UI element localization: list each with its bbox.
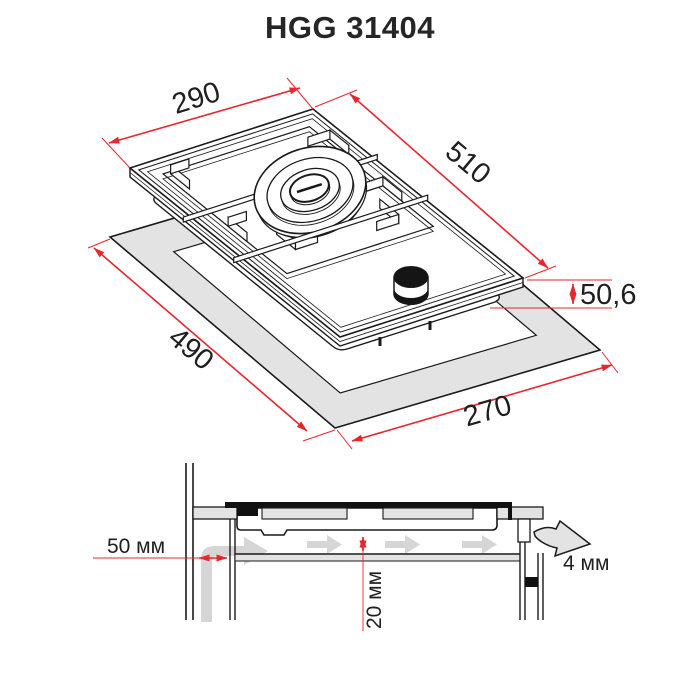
control-knob — [393, 266, 429, 305]
clearance-rear-gap-label: 4 мм — [563, 552, 609, 575]
dim-hob-height-label: 50,6 — [580, 279, 636, 311]
clearance-below: 20 мм — [359, 536, 386, 631]
airflow-arrow — [462, 535, 497, 554]
airflow-arrow — [307, 535, 342, 554]
dim-cutout-length-label: 490 — [162, 321, 220, 377]
airflow-arrow — [385, 535, 420, 554]
page-title: HGG 31404 — [265, 10, 435, 45]
airflow-arrows — [201, 535, 497, 622]
wall — [185, 463, 194, 620]
isometric-view: 290 510 490 270 — [87, 76, 636, 450]
clearance-wall-side: 50 мм — [93, 535, 228, 562]
dim-hob-length-label: 510 — [439, 135, 497, 191]
vent-exit-arrow — [533, 519, 592, 558]
installation-cross-section: 50 мм 20 мм 4 мм — [93, 463, 609, 631]
dim-cutout-width-label: 270 — [460, 389, 515, 433]
dim-hob-width-label: 290 — [168, 76, 224, 121]
hob-cross-section — [192, 502, 544, 543]
cabinet — [229, 519, 544, 620]
dimension-50-6: 50,6 — [490, 279, 636, 311]
clearance-wall-label: 50 мм — [107, 535, 165, 558]
burner — [253, 145, 368, 239]
clearance-below-label: 20 мм — [363, 571, 386, 629]
